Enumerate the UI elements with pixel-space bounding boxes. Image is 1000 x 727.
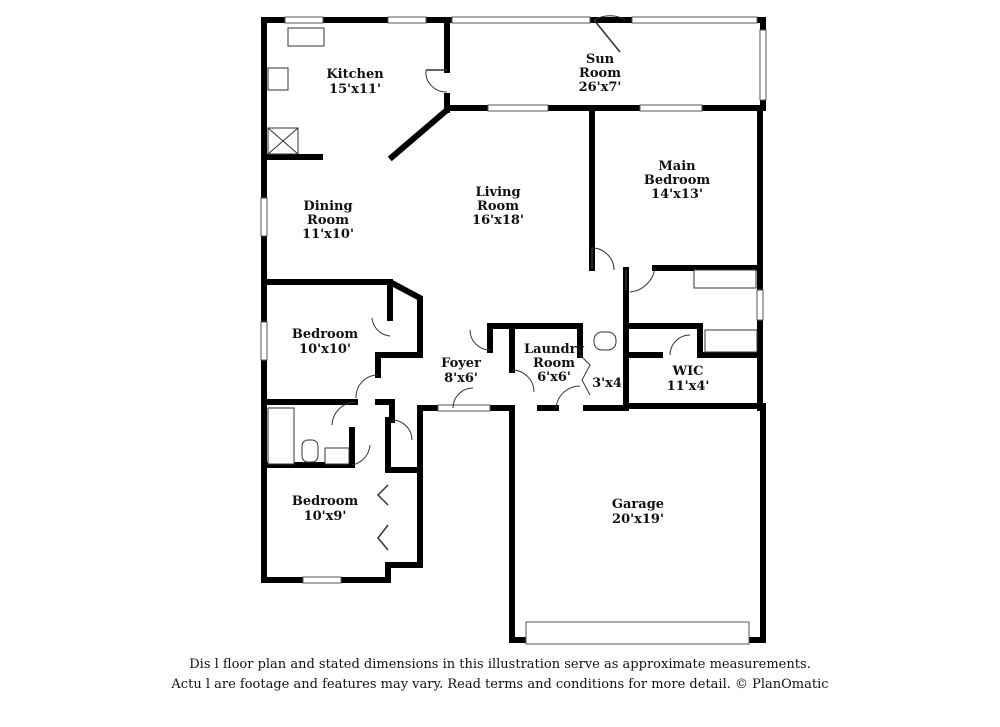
room-bedroom-2: Bedroom 10'x9' (292, 494, 359, 524)
room-living-room-dim: 16'x18' (472, 213, 524, 228)
room-foyer-name: Foyer (441, 356, 481, 371)
room-dining-room-name-2: Room (307, 213, 349, 228)
room-foyer: Foyer 8'x6' (441, 356, 481, 386)
room-kitchen: Kitchen 15'x11' (326, 67, 384, 97)
kitchen-sink (287, 27, 325, 47)
room-bedroom-1-dim: 10'x10' (299, 342, 351, 357)
room-wic-name: WIC (671, 364, 703, 379)
doors (331, 15, 691, 551)
room-main-bedroom-dim: 14'x13' (651, 187, 703, 202)
room-sun-room: Sun Room 26'x7' (579, 52, 622, 95)
room-bedroom-2-name: Bedroom (292, 494, 359, 509)
tub (704, 329, 758, 353)
room-dining-room: Dining Room 11'x10' (302, 199, 354, 242)
room-kitchen-dim: 15'x11' (329, 82, 381, 97)
room-laundry-room: Laundry Room 6'x6' (524, 342, 584, 385)
room-foyer-dim: 8'x6' (444, 371, 478, 386)
room-main-bedroom-name-1: Main (658, 159, 696, 174)
room-sun-room-name-2: Room (579, 66, 621, 81)
windows (260, 16, 767, 645)
room-bedroom-2-dim: 10'x9' (304, 509, 347, 524)
fixtures (267, 27, 758, 465)
room-living-room-name-2: Room (477, 199, 519, 214)
room-living-room: Living Room 16'x18' (472, 185, 524, 228)
vanity (693, 269, 757, 289)
toilet-bath (301, 439, 319, 463)
tub-bath (267, 407, 295, 465)
walls (261, 17, 766, 643)
room-dining-room-name-1: Dining (303, 199, 352, 214)
room-garage-dim: 20'x19' (612, 512, 664, 527)
room-wic: WIC 11'x4' (667, 364, 710, 394)
room-dining-room-dim: 11'x10' (302, 227, 354, 242)
room-garage: Garage 20'x19' (612, 497, 664, 527)
room-laundry-room-name-1: Laundry (524, 342, 584, 357)
room-kitchen-name: Kitchen (326, 67, 384, 82)
room-laundry-room-name-2: Room (533, 356, 575, 371)
disclaimer-line-1: Dis l floor plan and stated dimensions i… (189, 657, 811, 672)
room-bedroom-1: Bedroom 10'x10' (292, 327, 359, 357)
room-garage-name: Garage (612, 497, 664, 512)
room-laundry-room-dim: 6'x6' (537, 370, 571, 385)
room-main-bedroom: Main Bedroom 14'x13' (644, 159, 711, 202)
room-living-room-name-1: Living (475, 185, 520, 200)
room-bedroom-1-name: Bedroom (292, 327, 359, 342)
room-sun-room-name-1: Sun (586, 52, 615, 67)
toilet-main (593, 331, 617, 351)
sink-bath (324, 447, 350, 465)
room-main-bedroom-name-2: Bedroom (644, 173, 711, 188)
stove (267, 67, 289, 91)
room-sun-room-dim: 26'x7' (579, 80, 622, 95)
room-closet: 3'x4' (592, 376, 626, 391)
room-closet-dim: 3'x4' (592, 376, 626, 391)
room-labels: Kitchen 15'x11' Sun Room 26'x7' Main Bed… (292, 52, 711, 527)
room-wic-dim: 11'x4' (667, 379, 710, 394)
disclaimer-line-2: Actu l are footage and features may vary… (171, 677, 829, 692)
